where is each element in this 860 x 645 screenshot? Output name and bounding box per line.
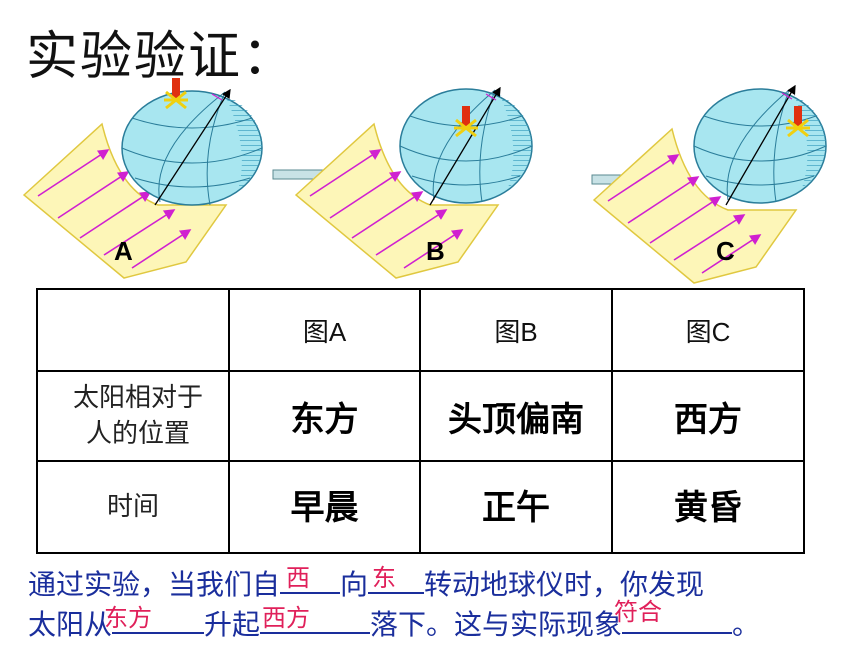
conclusion-text-segment: 向 (340, 568, 369, 601)
sun-rays-a (37, 149, 192, 269)
observer-marker-a (172, 78, 180, 98)
sun-rays-c (607, 154, 762, 274)
globe-figures (22, 78, 827, 284)
conclusion-line-2: 太阳从东方 升起西方 落下。这与实际现象符合 。 (28, 598, 848, 642)
answer-blank-4: 西方 (260, 602, 371, 634)
cell-time-c: 黄昏 (611, 460, 805, 554)
table-row: 太阳相对于 人的位置 东方 头顶偏南 西方 (36, 370, 805, 462)
figure-label-b: B (426, 236, 445, 266)
cell-position-b: 头顶偏南 (419, 370, 613, 462)
row-header-line1: 时间 (106, 492, 159, 522)
cell-time-b: 正午 (419, 460, 613, 554)
answer-blank-1: 西 (280, 562, 341, 594)
cell-time-a: 早晨 (228, 460, 421, 554)
globe-b (399, 86, 533, 206)
cell-position-c: 西方 (611, 370, 805, 462)
globe-a (121, 78, 263, 206)
observer-marker-b (462, 106, 470, 126)
figure-a (22, 78, 263, 279)
table-header-a: 图A (228, 288, 421, 372)
observer-marker-c (794, 106, 802, 126)
answer-matches: 符合 (614, 598, 663, 626)
conclusion-text-segment: 太阳从 (28, 608, 113, 641)
answer-blank-3: 东方 (104, 602, 205, 634)
row-header-time: 时间 (36, 460, 230, 554)
conclusion-text-segment: 转动地球仪时，你发现 (424, 568, 705, 601)
table-row: 时间 早晨 正午 黄昏 (36, 460, 805, 554)
row-header-line1: 太阳相对于 (72, 383, 203, 413)
table-corner-cell (36, 288, 230, 372)
conclusion-line-1: 通过实验，当我们自西 向东转动地球仪时，你发现 (28, 562, 848, 602)
figure-label-c: C (716, 236, 735, 266)
globe-c (693, 84, 827, 206)
sun-rays-b (309, 149, 464, 269)
answer-from-direction: 西 (286, 564, 311, 592)
observation-table: 图A 图B 图C 太阳相对于 人的位置 东方 头顶偏南 西方 时间 早晨 正午 … (36, 288, 805, 554)
conclusion-text-segment: 。 (732, 608, 761, 641)
table-header-b: 图B (419, 288, 613, 372)
figure-b (294, 86, 533, 279)
conclusion-text-segment: 落下。这与实际现象 (370, 608, 623, 641)
table-header-c: 图C (611, 288, 805, 372)
figure-label-a: A (114, 236, 133, 266)
figure-c (592, 84, 827, 284)
conclusion-text-segment: 升起 (204, 608, 261, 641)
answer-blank-5: 符合 (614, 598, 733, 634)
answer-blank-2: 东 (368, 562, 425, 594)
answer-set-direction: 西方 (262, 604, 311, 632)
page-title: 实验验证： (26, 27, 297, 87)
conclusion-text-segment: 通过实验，当我们自 (28, 568, 281, 601)
answer-to-direction: 东 (372, 564, 397, 592)
conclusion-text: 通过实验，当我们自西 向东转动地球仪时，你发现 太阳从东方 升起西方 落下。这与实际现… (28, 562, 848, 642)
table-header-row: 图A 图B 图C (36, 288, 805, 372)
row-header-line2: 人的位置 (85, 419, 190, 449)
row-header-sun-position: 太阳相对于 人的位置 (36, 370, 230, 462)
answer-rise-direction: 东方 (104, 604, 153, 632)
cell-position-a: 东方 (228, 370, 421, 462)
